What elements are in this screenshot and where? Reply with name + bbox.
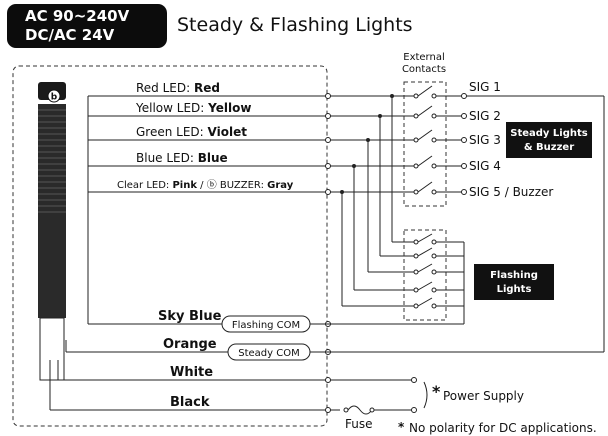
- steady-box-line1: Steady Lights: [510, 128, 588, 139]
- flashing-switches: [417, 233, 465, 324]
- junction-dots: [340, 94, 394, 194]
- wire-label-white: White: [170, 365, 213, 380]
- fuse-symbol: [343, 405, 375, 415]
- page-title: Steady & Flashing Lights: [177, 14, 413, 36]
- steady-contacts-box: [403, 81, 447, 207]
- wire-label-orange: Orange: [163, 337, 217, 352]
- power-supply-star: *: [432, 382, 441, 401]
- flashing-box-line2: Lights: [497, 284, 532, 295]
- wire-label-blue: Blue LED: Blue: [136, 151, 228, 165]
- steady-com-label: Steady COM: [238, 348, 299, 359]
- voltage-badge: AC 90~240V DC/AC 24V: [7, 4, 167, 48]
- power-terminal-2: [411, 407, 417, 413]
- note-text: No polarity for DC applications.: [409, 421, 597, 435]
- wire-label-red: Red LED: Red: [136, 81, 220, 95]
- steady-switch-nodes: [413, 93, 467, 195]
- wire-label-green: Green LED: Violet: [136, 125, 247, 139]
- sig-3-label: SIG 3: [469, 133, 501, 147]
- flashing-switch-nodes: [413, 239, 437, 309]
- fuse-label: Fuse: [345, 417, 373, 431]
- voltage-line-2: DC/AC 24V: [25, 26, 115, 44]
- flashing-contacts-box: [403, 229, 447, 321]
- external-contacts-line1: External: [403, 52, 445, 63]
- tower-pole: [39, 317, 65, 381]
- stack-light-tower: b: [38, 82, 66, 381]
- steady-switches: [417, 85, 462, 193]
- tower-body: [38, 104, 66, 318]
- power-supply-label: Power Supply: [443, 389, 524, 403]
- buzzer-icon: [47, 89, 61, 103]
- tower-symbol: b: [51, 93, 58, 103]
- steady-lights-box: [506, 122, 592, 158]
- wire-label-clear: Clear LED: Pink / ⓑ BUZZER: Gray: [117, 179, 294, 191]
- steady-box-line2: & Buzzer: [524, 142, 574, 153]
- power-brace: [423, 381, 428, 409]
- sig-2-label: SIG 2: [469, 109, 501, 123]
- note-star: *: [398, 420, 405, 434]
- flashing-lights-box: [474, 264, 554, 300]
- terminal-column: [325, 93, 331, 413]
- flashing-com-label: Flashing COM: [232, 320, 300, 331]
- wire-label-yellow: Yellow LED: Yellow: [135, 101, 251, 115]
- sig-1-label: SIG 1: [469, 80, 501, 94]
- sig-4-label: SIG 4: [469, 159, 501, 173]
- flashing-box-line1: Flashing: [490, 270, 538, 281]
- wire-label-sky-blue: Sky Blue: [158, 309, 222, 324]
- external-contacts-line2: Contacts: [402, 64, 446, 75]
- sig-5-label: SIG 5 / Buzzer: [469, 185, 553, 199]
- voltage-line-1: AC 90~240V: [25, 7, 130, 25]
- power-terminal-1: [411, 377, 417, 383]
- wire-label-black: Black: [170, 395, 210, 410]
- product-enclosure: [12, 65, 328, 427]
